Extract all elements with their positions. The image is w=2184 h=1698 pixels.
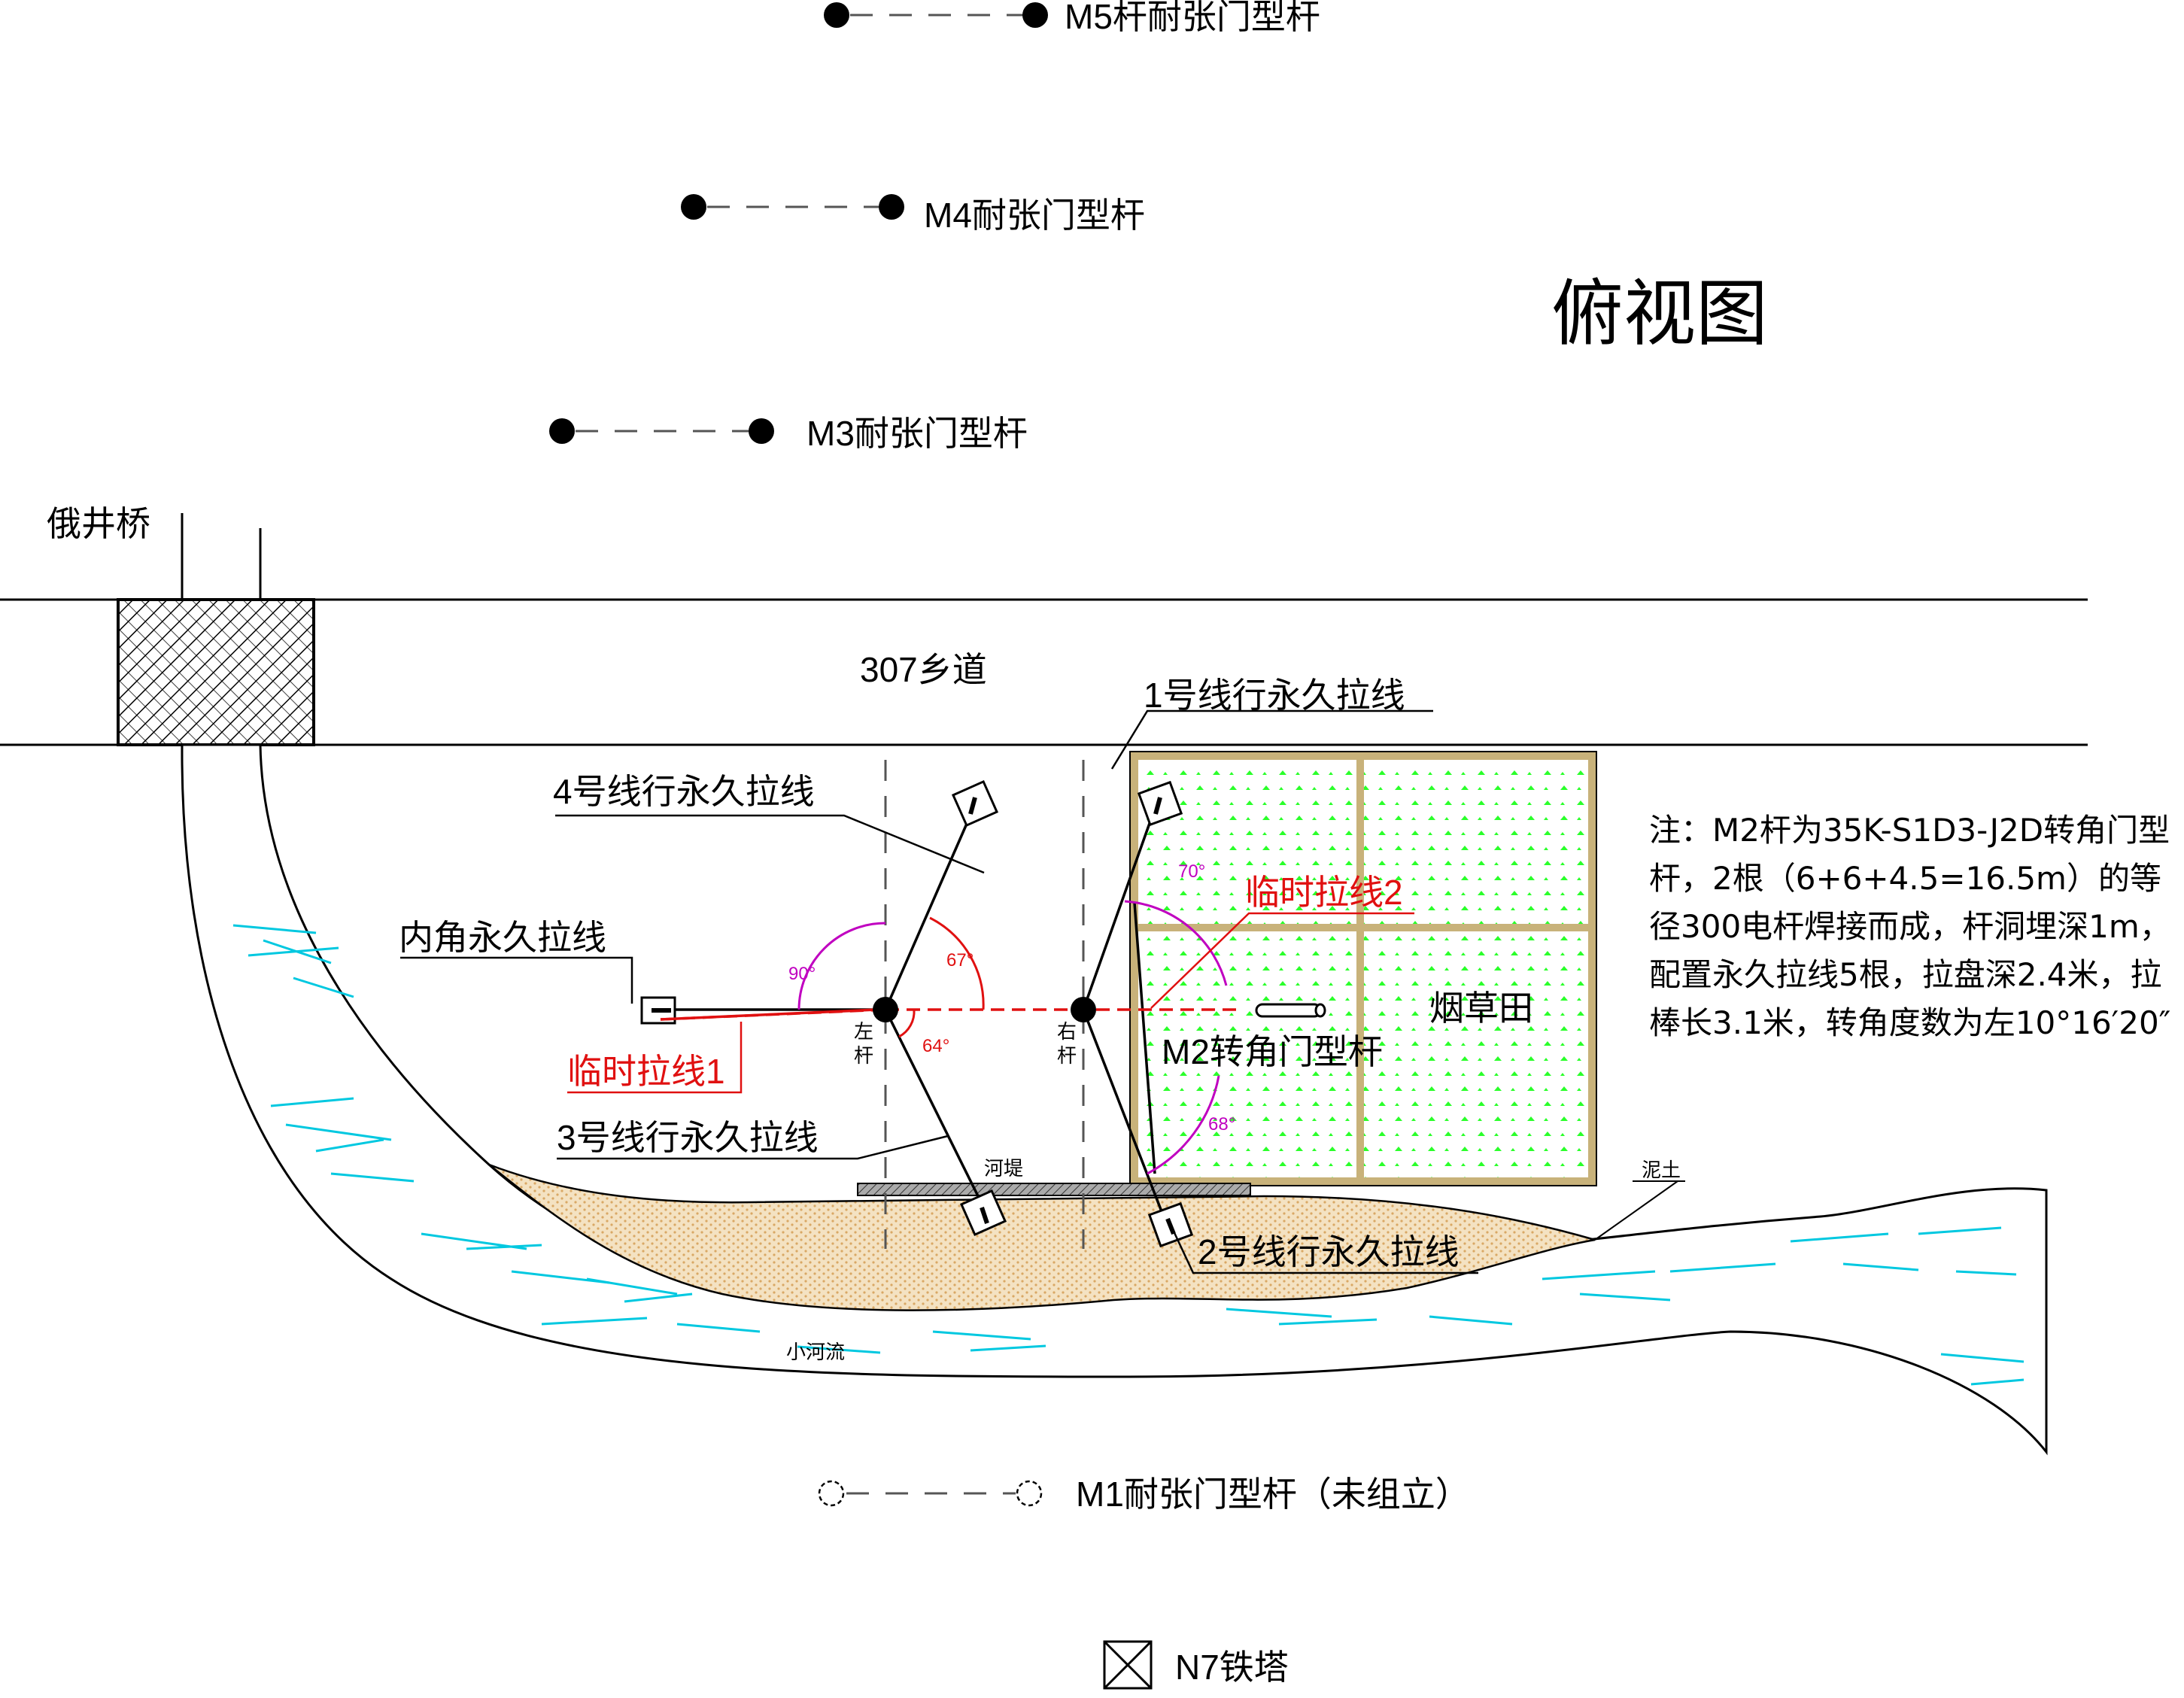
label-temp2: 临时拉线2 [1245,873,1403,912]
left-pole [873,997,898,1022]
levee [857,1183,1251,1196]
red-leaders [567,912,1414,1094]
pole-pair-m5 [824,2,1048,28]
label-road: 307乡道 [860,650,987,689]
label-line2: 2号线行永久拉线 [1198,1232,1460,1271]
diagram-title: 俯视图 [1551,274,1768,354]
tobacco-field [1129,751,1597,1186]
label-leaders [400,709,1478,1274]
label-line4: 4号线行永久拉线 [553,772,815,811]
road [0,598,2088,746]
label-left-pole-2: 杆 [854,1044,873,1067]
label-mud: 泥土 [1642,1159,1681,1181]
label-right-pole-1: 右 [1057,1020,1077,1043]
angle-67: 67° [946,950,974,971]
water-strokes [232,924,2025,1386]
angle-70: 70° [1178,861,1205,882]
stay-rod [1255,1003,1322,1018]
right-pole [1071,997,1096,1022]
anchor-plates [640,779,1194,1248]
label-m4: M4耐张门型杆 [924,196,1145,235]
label-m2: M2转角门型杆 [1162,1032,1383,1071]
label-m1: M1耐张门型杆（未组立） [1076,1475,1470,1514]
angle-64: 64° [922,1036,949,1056]
label-temp1: 临时拉线1 [567,1052,725,1091]
label-inner: 内角永久拉线 [399,918,606,957]
label-river: 小河流 [786,1341,845,1363]
pole-pair-m1 [818,1480,1043,1507]
label-line3: 3号线行永久拉线 [557,1118,819,1157]
label-left-pole-1: 左 [854,1020,873,1043]
label-bridge: 俄井桥 [47,504,150,543]
label-n7: N7铁塔 [1175,1648,1289,1687]
pole-pair-m4 [681,194,904,220]
label-tobacco: 烟草田 [1429,989,1533,1028]
label-m3: M3耐张门型杆 [806,414,1028,453]
label-line1: 1号线行永久拉线 [1144,676,1405,715]
angle-arcs [797,900,1228,1175]
label-levee: 河堤 [984,1157,1023,1180]
note-text: 注：M2杆为35K-S1D3-J2D转角门型杆，2根（6+6+4.5=16.5m… [1649,812,2171,1041]
angle-90: 90° [788,964,816,984]
label-m5: M5杆耐张门型杆 [1065,0,1320,36]
tower-n7-icon [1103,1640,1153,1690]
label-right-pole-2: 杆 [1057,1044,1077,1067]
angle-68: 68° [1208,1114,1235,1135]
pole-pair-m3 [549,418,774,444]
